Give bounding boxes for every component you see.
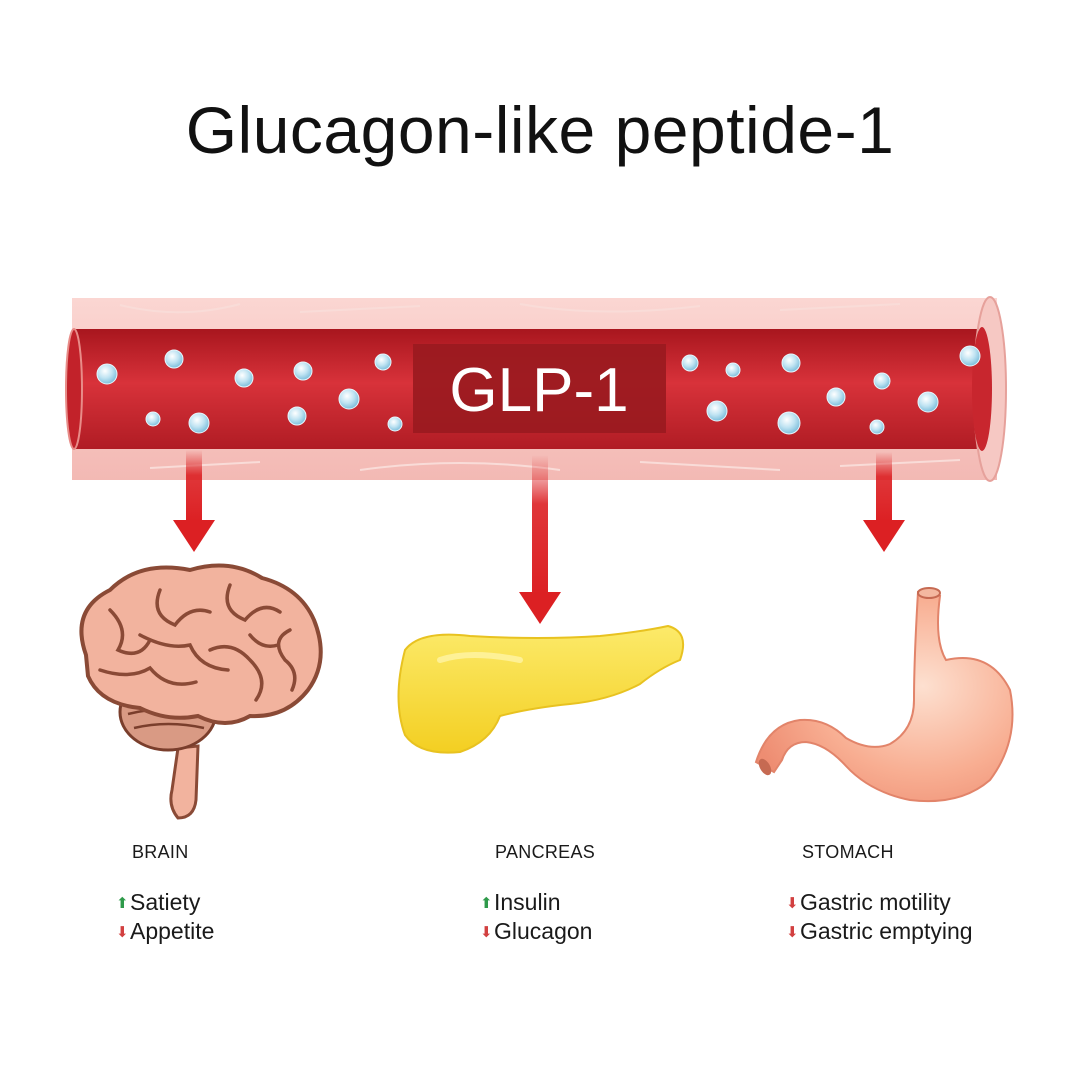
effect-stomach-2: ⬇Gastric emptying xyxy=(786,918,973,945)
effect-pancreas-1: ⬆Insulin xyxy=(480,889,560,916)
arrow-down-icon: ⬇ xyxy=(116,924,129,941)
effect-stomach-1: ⬇Gastric motility xyxy=(786,889,951,916)
vessel-wall-texture xyxy=(119,303,961,471)
effect-text: Insulin xyxy=(494,889,561,915)
glp1-molecule xyxy=(869,419,885,435)
effect-brain-2: ⬇Appetite xyxy=(116,918,214,945)
glp1-molecule xyxy=(96,363,118,385)
arrow-to-brain xyxy=(173,450,215,552)
glp1-molecule xyxy=(873,372,891,390)
stomach-icon xyxy=(754,587,1014,803)
glp1-molecule xyxy=(777,411,801,435)
brain-icon xyxy=(79,563,323,820)
glp1-molecule xyxy=(681,354,699,372)
organ-name-stomach: STOMACH xyxy=(802,842,894,862)
glp1-molecule xyxy=(725,362,741,378)
effect-text: Gastric emptying xyxy=(800,918,973,944)
arrow-up-icon: ⬆ xyxy=(480,895,493,912)
arrow-down-icon: ⬇ xyxy=(786,895,799,912)
effect-text: Gastric motility xyxy=(800,889,951,915)
organ-name-brain: BRAIN xyxy=(132,842,189,862)
effect-text: Appetite xyxy=(130,918,215,944)
effect-brain-1: ⬆Satiety xyxy=(116,889,200,916)
glp1-molecule xyxy=(287,406,307,426)
arrow-down-icon: ⬇ xyxy=(480,924,493,941)
glp1-molecule xyxy=(387,416,403,432)
glp1-molecule xyxy=(374,353,392,371)
arrow-up-icon: ⬆ xyxy=(116,895,129,912)
glp1-molecule xyxy=(145,411,161,427)
diagram-title: Glucagon-like peptide-1 xyxy=(185,93,895,167)
glp1-molecule xyxy=(188,412,210,434)
glp1-molecule xyxy=(164,349,184,369)
arrow-to-stomach xyxy=(863,452,905,552)
glp1-molecule xyxy=(293,361,313,381)
effect-pancreas-2: ⬇Glucagon xyxy=(480,918,592,945)
glp1-molecule xyxy=(917,391,939,413)
glp1-molecule xyxy=(234,368,254,388)
glp1-molecule xyxy=(959,345,981,367)
glp1-molecules xyxy=(96,345,981,435)
glp1-molecule xyxy=(338,388,360,410)
effect-text: Glucagon xyxy=(494,918,593,944)
effect-text: Satiety xyxy=(130,889,201,915)
pancreas-icon xyxy=(397,624,684,754)
arrow-down-icon: ⬇ xyxy=(786,924,799,941)
glp1-molecule xyxy=(826,387,846,407)
glp1-molecule xyxy=(781,353,801,373)
glp1-label: GLP-1 xyxy=(449,356,628,425)
arrow-to-pancreas xyxy=(519,455,561,624)
glp1-label-box xyxy=(413,344,666,433)
glp1-molecule xyxy=(706,400,728,422)
cerebrum xyxy=(79,563,323,725)
organ-name-pancreas: PANCREAS xyxy=(495,842,596,862)
